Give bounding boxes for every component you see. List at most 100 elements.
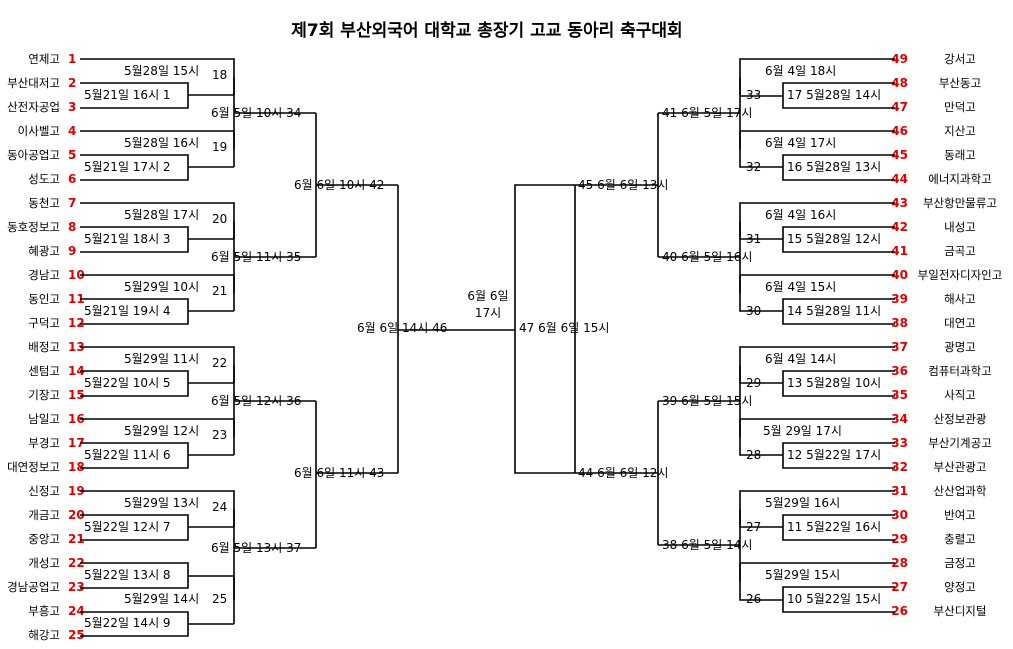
team-name: 부산대저고: [7, 76, 60, 90]
match-label-10: 10 5월22일 15시: [787, 592, 881, 606]
team-seed: 23: [68, 580, 85, 594]
bracket-lines: [80, 58, 895, 637]
team-seed: 7: [68, 196, 76, 210]
team-name: 개성고: [28, 556, 60, 570]
team-name: 센텀고: [28, 364, 60, 378]
match-label-1: 5월21일 16시 1: [84, 88, 171, 102]
team-name: 부흥고: [28, 604, 60, 618]
team-seed: 19: [68, 484, 85, 498]
team-name: 경남공업고: [7, 580, 60, 594]
team-seed: 48: [891, 76, 908, 90]
team-name: 혜광고: [28, 244, 60, 258]
match-34-lines: [233, 77, 316, 149]
match-num-22: 22: [212, 356, 227, 370]
team-seed: 43: [891, 196, 908, 210]
team-name: 컴퓨터과학고: [928, 364, 991, 378]
match-label-40: 40 6월 5일 16시: [662, 250, 752, 264]
match-time-24: 5월29일 13시: [124, 496, 199, 510]
team-seed: 24: [68, 604, 85, 618]
team-name: 부산디지털: [934, 604, 987, 618]
team-seed: 29: [891, 532, 908, 546]
match-num-27: 27: [746, 520, 761, 534]
match-label-37: 6월 5일 13시 37: [211, 541, 301, 555]
team-seed: 26: [891, 604, 908, 618]
match-time-32: 6월 4일 17시: [765, 136, 836, 150]
team-seed: 22: [68, 556, 85, 570]
match-time-18: 5월28일 15시: [124, 64, 199, 78]
team-name: 동래고: [944, 148, 976, 162]
team-seed: 11: [68, 292, 85, 306]
team-seed: 27: [891, 580, 908, 594]
team-name: 사직고: [944, 388, 976, 402]
match-label-47: 47 6월 6일 15시: [519, 321, 609, 335]
team-seed: 47: [891, 100, 908, 114]
match-label-36: 6월 5일 12시 36: [211, 394, 301, 408]
team-seed: 33: [891, 436, 908, 450]
match-num-29: 29: [746, 376, 761, 390]
match-time-30: 6월 4일 15시: [765, 280, 836, 294]
match-label-15: 15 5월28일 12시: [787, 232, 881, 246]
team-name: 부일전자디자인고: [918, 268, 1003, 282]
match-num-33: 33: [746, 88, 761, 102]
match-label-46: 6월 6일 14시 46: [357, 321, 447, 335]
team-name: 만덕고: [944, 100, 976, 114]
match-num-28: 28: [746, 448, 761, 462]
match-num-20: 20: [212, 212, 227, 226]
match-label-16: 16 5월28일 13시: [787, 160, 881, 174]
match-label-39: 39 6월 5일 15시: [662, 394, 752, 408]
match-label-4: 5월21일 19시 4: [84, 304, 171, 318]
match-time-22: 5월29일 11시: [124, 352, 199, 366]
right-match-labels: 33 6월 4일 18시 32 6월 4일 17시 31 6월 4일 16시 3…: [519, 64, 881, 606]
team-name: 구덕고: [28, 316, 60, 330]
team-seed: 40: [891, 268, 908, 282]
match-num-26: 26: [746, 592, 761, 606]
team-seed: 13: [68, 340, 85, 354]
team-name: 충렬고: [944, 532, 976, 546]
match-time-31: 6월 4일 16시: [765, 208, 836, 222]
team-seed: 39: [891, 292, 908, 306]
match-label-5: 5월22일 10시 5: [84, 376, 171, 390]
team-name: 산산업과학: [934, 484, 987, 498]
team-name: 산정보관광: [934, 412, 987, 426]
match-label-2: 5월21일 17시 2: [84, 160, 171, 174]
team-seed: 10: [68, 268, 85, 282]
team-seed: 37: [891, 340, 908, 354]
team-name: 해강고: [28, 628, 60, 642]
team-name: 에너지과학고: [928, 172, 991, 186]
team-name: 배정고: [28, 340, 60, 354]
team-seed: 16: [68, 412, 85, 426]
team-seed: 2: [68, 76, 76, 90]
match-time-25: 5월29일 14시: [124, 592, 199, 606]
match-num-25: 25: [212, 592, 227, 606]
match-44-lines: [575, 401, 659, 545]
match-time-28: 5월 29일 17시: [763, 424, 842, 438]
team-seed: 14: [68, 364, 85, 378]
match-41-lines: [658, 77, 741, 149]
team-name: 부산동고: [939, 76, 981, 90]
match-40-lines: [658, 221, 741, 293]
match-label-6: 5월22일 11시 6: [84, 448, 171, 462]
team-name: 개금고: [28, 508, 60, 522]
match-num-21: 21: [212, 284, 227, 298]
team-name: 대연고: [944, 316, 976, 330]
team-seed: 41: [891, 244, 908, 258]
team-seed: 8: [68, 220, 76, 234]
match-num-23: 23: [212, 428, 227, 442]
left-match-labels: 5월21일 16시 1 5월21일 17시 2 5월21일 18시 3 5월21…: [84, 64, 447, 630]
match-42-lines: [315, 113, 398, 257]
match-time-33: 6월 4일 18시: [765, 64, 836, 78]
match-label-44: 44 6월 6일 12시: [578, 466, 668, 480]
team-seed: 18: [68, 460, 85, 474]
match-time-26: 5월29일 15시: [765, 568, 840, 582]
team-seed: 42: [891, 220, 908, 234]
match-label-14: 14 5월28일 11시: [787, 304, 881, 318]
team-seed: 5: [68, 148, 76, 162]
team-seed: 44: [891, 172, 908, 186]
team-name: 동천고: [28, 196, 60, 210]
team-seed: 45: [891, 148, 908, 162]
match-label-35: 6월 5일 11시 35: [211, 250, 301, 264]
team-name: 강서고: [944, 52, 976, 66]
match-43-lines: [315, 401, 398, 548]
team-seed: 31: [891, 484, 908, 498]
